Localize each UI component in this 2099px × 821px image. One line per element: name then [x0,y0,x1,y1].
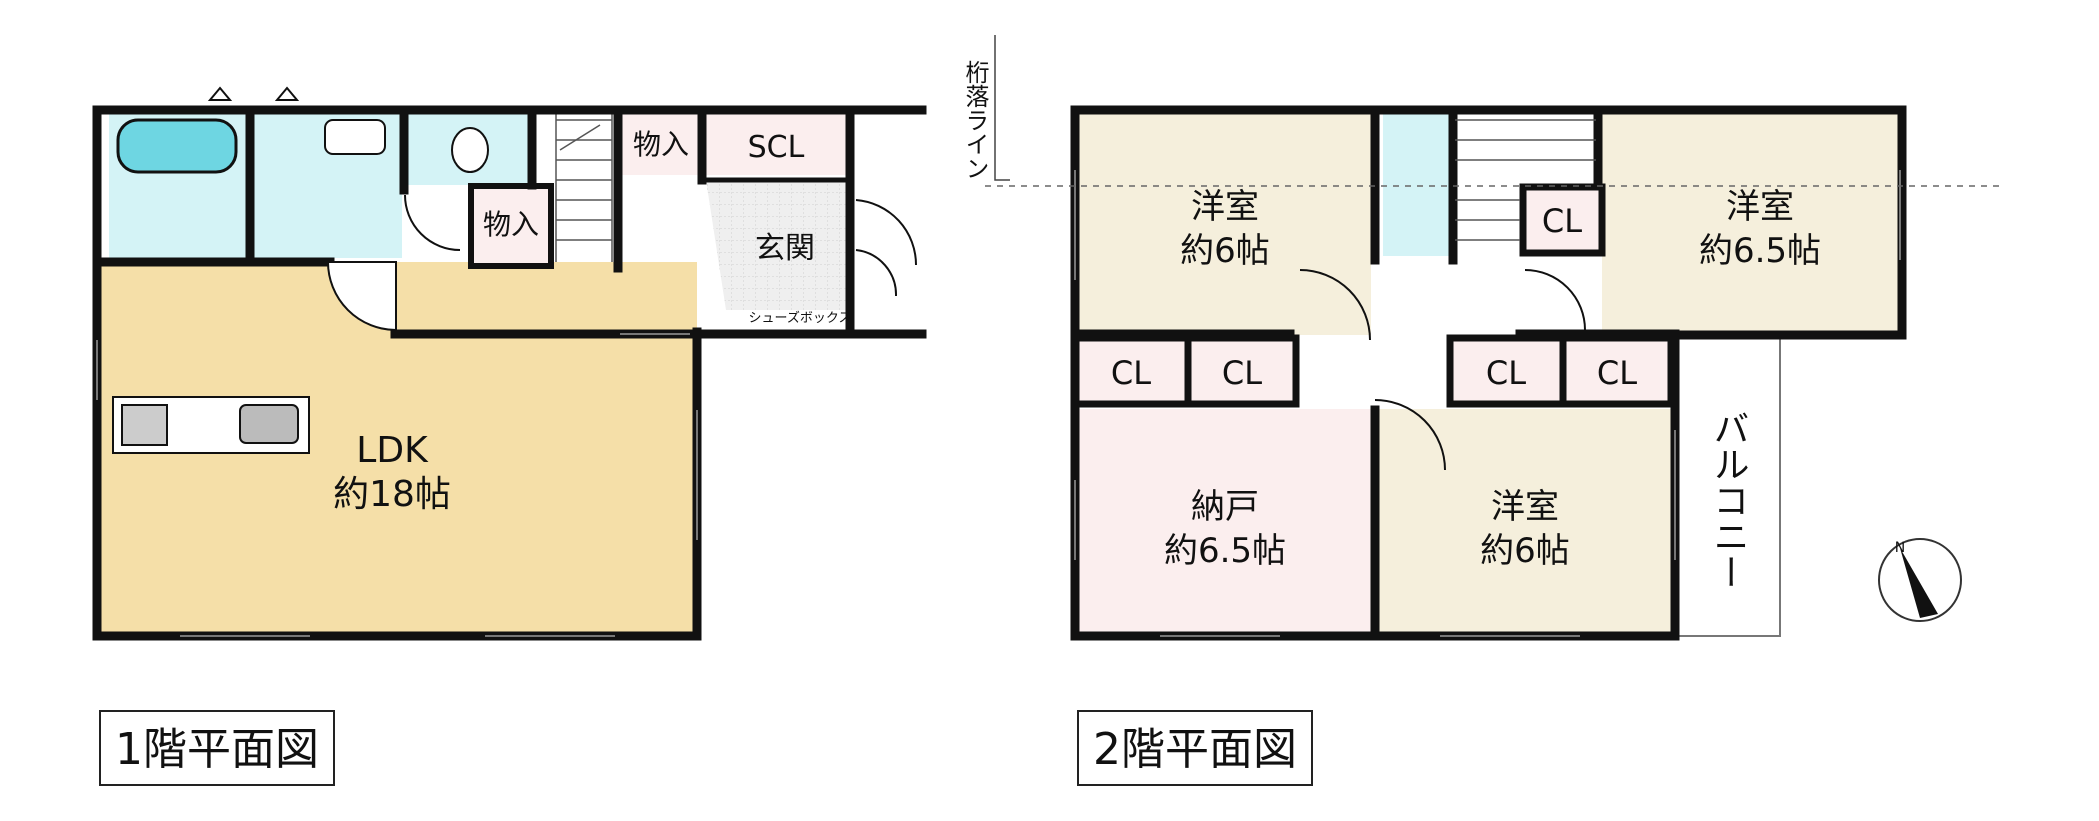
bathtub [116,118,238,174]
compass-north-label: N [1895,540,1905,556]
balcony-label: バルコニー [1708,410,1749,590]
storeroom [1075,409,1371,636]
western-room-ne [1602,113,1902,335]
compass-icon: N [1878,538,1962,622]
storage-small [468,183,554,269]
western-ne-size: 約6.5帖 [1699,231,1821,271]
windows-2f [1074,170,1901,637]
entrance-floor [706,180,846,310]
western-s-size: 約6帖 [1480,531,1570,571]
storage-small-label: 物入 [483,208,539,241]
balcony-area [1674,333,1781,637]
closet-label-4: CL [1597,354,1637,392]
stairs-1f [555,112,613,262]
closets-2f [1071,183,1675,408]
closet-label-5: CL [1542,202,1582,240]
ldk-size-label: 約18帖 [333,474,451,515]
western-room-nw [1075,113,1371,335]
storeroom-label: 納戸 [1191,487,1259,527]
storage-top [621,113,701,175]
scl-label: SCL [748,130,805,165]
toilet-2f [1383,113,1450,256]
western-room-s [1375,409,1675,636]
closet-label-1: CL [1111,354,1151,392]
stove-icon [121,404,168,446]
stairs-2f [1455,119,1596,241]
floor-1-caption: 1階平面図 [99,710,335,786]
doors-1f [207,86,918,332]
closet-label-3: CL [1486,354,1526,392]
kitchen-sink-icon [239,404,299,444]
entrance-label: 玄関 [755,231,815,266]
storeroom-size: 約6.5帖 [1164,531,1286,571]
floor-2-caption: 2階平面図 [1077,710,1313,786]
setback-line-label: 桁落ライン [961,60,989,180]
western-nw-label: 洋室 [1191,187,1259,227]
western-s-label: 洋室 [1491,487,1559,527]
ldk-label: LDK [356,430,429,471]
toilet-bowl [451,127,489,173]
floor-1-plan: LDK 約18帖 物入 物入 SCL 玄関 シューズボックス [92,86,927,641]
windows-1f [96,333,698,637]
closet-label-2: CL [1222,354,1262,392]
shoe-box-label: シューズボックス [749,310,852,326]
storage-top-label: 物入 [633,128,689,161]
floor-2-plan: 桁落ライン 洋室 約6帖 洋室 約6.5帖 納戸 約6.5帖 洋室 約6帖 CL… [961,35,2000,641]
western-ne-label: 洋室 [1726,187,1794,227]
western-nw-size: 約6帖 [1180,231,1270,271]
sink [324,119,386,155]
walls-2f [1070,105,1907,641]
doors-2f [1299,269,1586,471]
setback-marker [994,35,1010,181]
scl-closet [706,113,846,175]
